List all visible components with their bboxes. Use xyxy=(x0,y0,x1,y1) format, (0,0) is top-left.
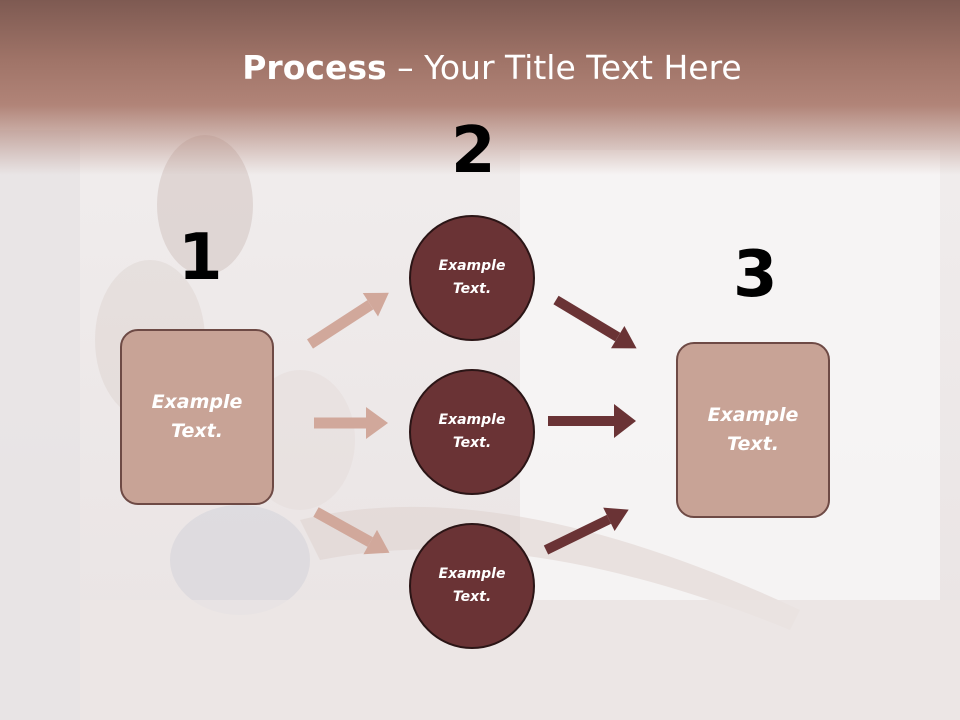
title-rest: – Your Title Text Here xyxy=(386,48,742,87)
circle-top-line1: Example xyxy=(438,258,506,274)
left-box-label-line1: Example xyxy=(151,391,243,413)
circle-top: Example Text. xyxy=(409,215,535,341)
arrow-left-to-bottom xyxy=(313,507,390,555)
step-number-1: 1 xyxy=(178,221,223,295)
right-box-label-line2: Text. xyxy=(727,433,779,455)
circle-bottom-line1: Example xyxy=(438,566,506,582)
circle-middle: Example Text. xyxy=(409,369,535,495)
arrow-top-to-right xyxy=(553,295,637,349)
circle-middle-line2: Text. xyxy=(452,435,492,451)
circle-middle-line1: Example xyxy=(438,412,506,428)
arrow-left-to-top xyxy=(307,292,389,349)
circle-bottom: Example Text. xyxy=(409,523,535,649)
header-band xyxy=(0,0,960,175)
arrow-bottom-to-right xyxy=(543,507,629,555)
arrow-middle-to-right xyxy=(548,404,636,438)
left-box-label-line2: Text. xyxy=(171,420,223,442)
step-number-2: 2 xyxy=(451,114,496,188)
right-box-label-line1: Example xyxy=(707,404,799,426)
circle-bottom-line2: Text. xyxy=(452,589,492,605)
title-bold: Process xyxy=(242,48,387,87)
arrow-left-to-middle xyxy=(314,407,388,439)
circle-top-line2: Text. xyxy=(452,281,492,297)
right-process-box: Example Text. xyxy=(676,342,830,518)
left-process-box: Example Text. xyxy=(120,329,274,505)
slide-title: Process – Your Title Text Here xyxy=(0,48,960,87)
step-number-3: 3 xyxy=(733,238,778,312)
